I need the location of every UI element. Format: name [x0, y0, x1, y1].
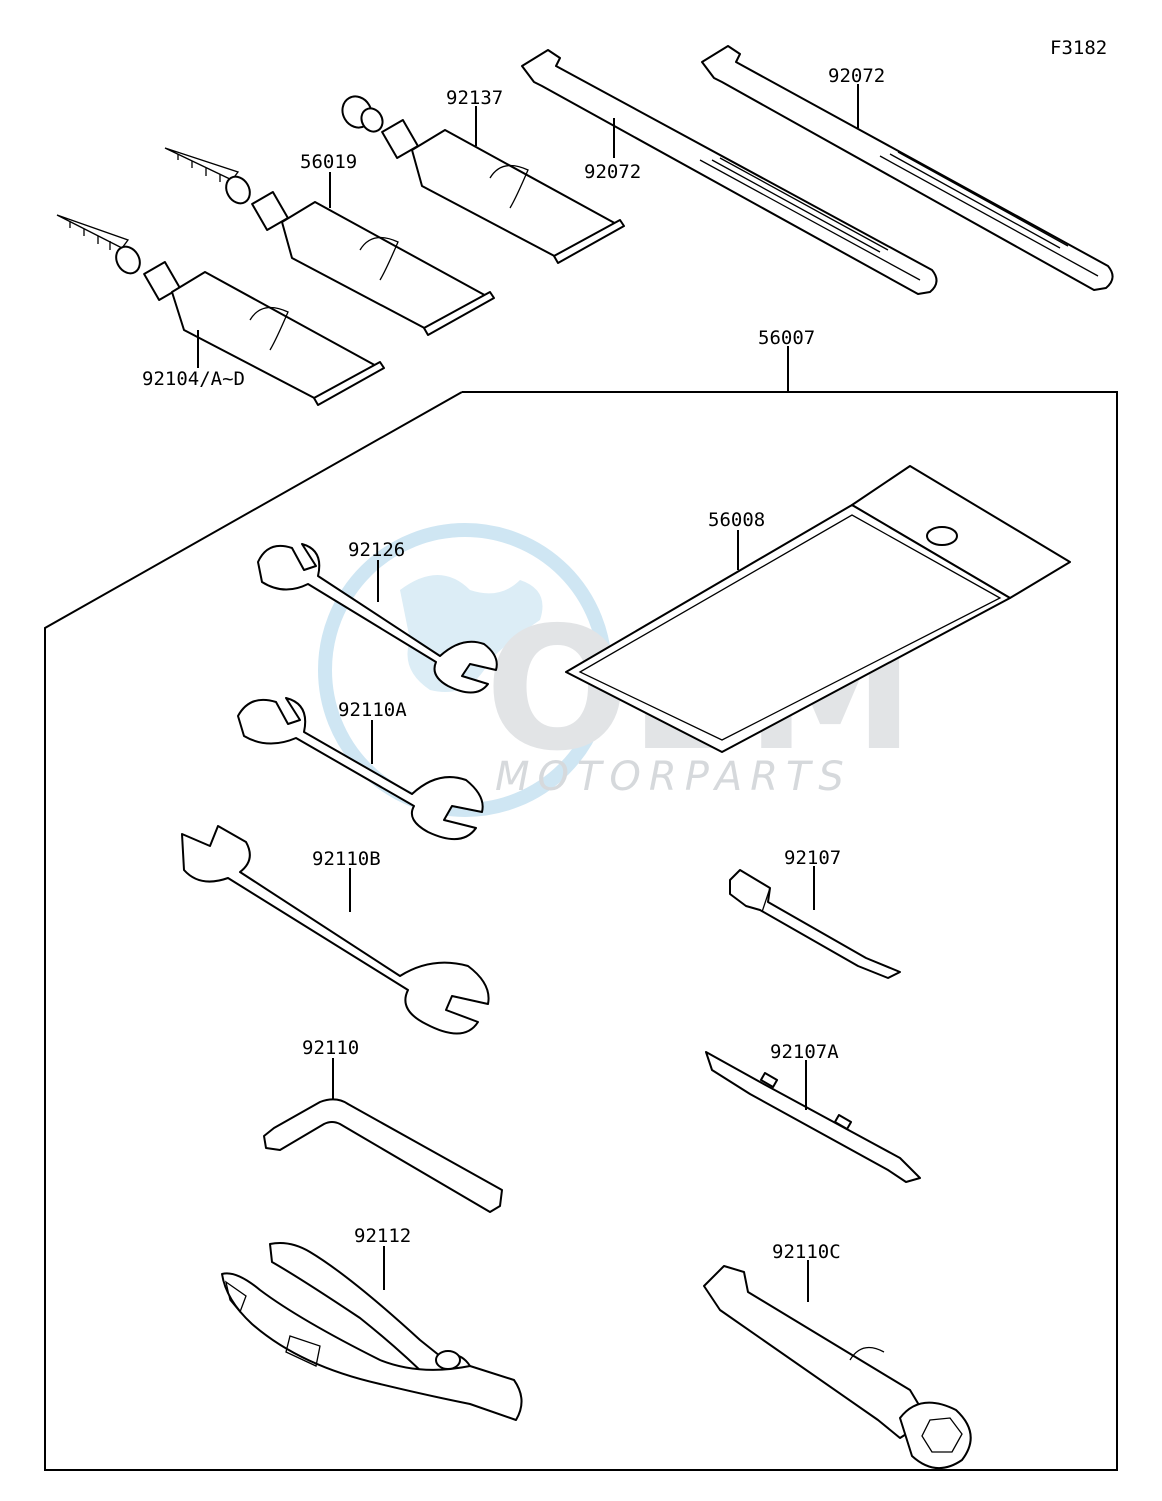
- tube-56019: [164, 147, 495, 336]
- label-92104: 92104/A~D: [142, 368, 245, 390]
- label-92137: 92137: [446, 87, 503, 109]
- label-92126: 92126: [348, 539, 405, 561]
- pliers-92112: [221, 1242, 523, 1421]
- cable-tie-92072-right: [701, 45, 1114, 291]
- label-92110B: 92110B: [312, 848, 381, 870]
- plug-wrench-92110C: [703, 1265, 972, 1469]
- label-92107A: 92107A: [770, 1041, 839, 1063]
- label-92110C: 92110C: [772, 1241, 841, 1263]
- label-92112: 92112: [354, 1225, 411, 1247]
- hex-key-92110: [263, 1098, 503, 1213]
- label-56007: 56007: [758, 327, 815, 349]
- figure-code: F3182: [1050, 37, 1107, 59]
- label-92110: 92110: [302, 1037, 359, 1059]
- kit-outline: [44, 391, 1118, 1471]
- tube-92137: [341, 95, 625, 264]
- wrench-92126: [257, 543, 498, 694]
- wrench-92110B: [181, 825, 490, 1035]
- label-92107: 92107: [784, 847, 841, 869]
- label-56008: 56008: [708, 509, 765, 531]
- cable-tie-92072-left: [521, 49, 938, 295]
- tool-bag-56008: [565, 465, 1071, 753]
- watermark-subtitle: MOTORPARTS: [495, 754, 852, 800]
- label-56019: 56019: [300, 151, 357, 173]
- label-92072-left: 92072: [584, 161, 641, 183]
- label-92072-right: 92072: [828, 65, 885, 87]
- screwdriver-92107: [729, 869, 901, 979]
- label-92110A: 92110A: [338, 699, 407, 721]
- screwdriver-92107A: [705, 1051, 921, 1183]
- tube-92104: [56, 214, 385, 406]
- wrench-92110A: [237, 697, 484, 840]
